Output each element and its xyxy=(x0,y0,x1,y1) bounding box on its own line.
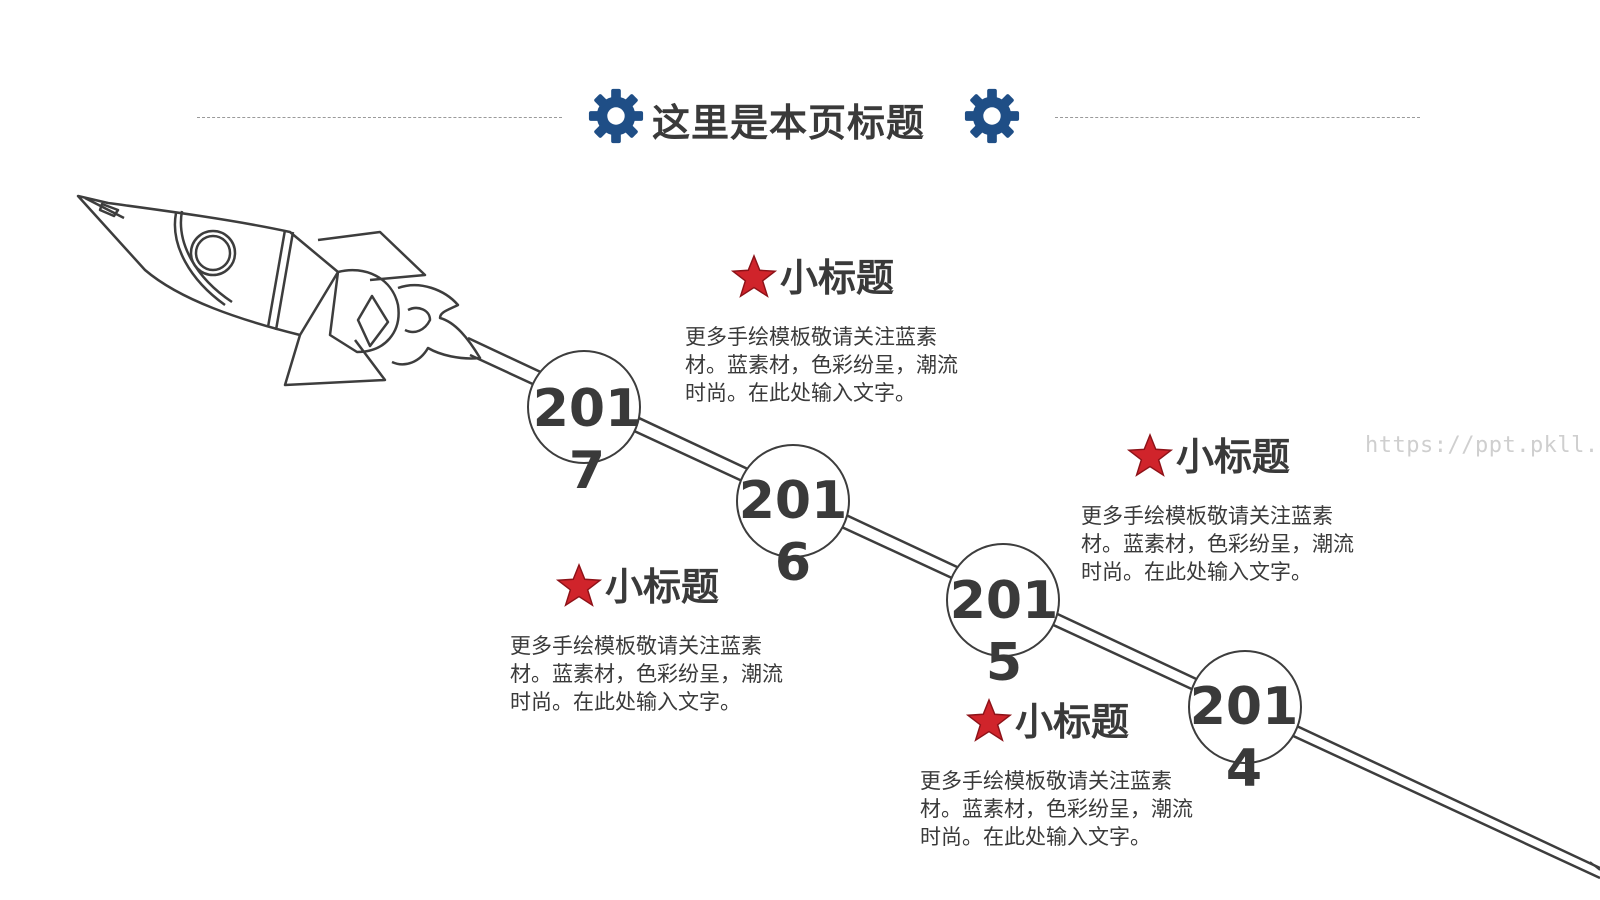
star-icon xyxy=(730,253,778,298)
header-divider-right xyxy=(1055,117,1420,118)
star-icon xyxy=(1126,432,1174,477)
year-label-2017: 2017 xyxy=(532,379,642,501)
header-divider-left xyxy=(197,117,562,118)
card-body: 更多手绘模板敬请关注蓝素材。蓝素材，色彩纷呈，潮流时尚。在此处输入文字。 xyxy=(1081,504,1354,584)
card-subtitle: 小标题 xyxy=(780,256,895,300)
timeline-card-2016: 小标题 更多手绘模板敬请关注蓝素材。蓝素材，色彩纷呈，潮流时尚。在此处输入文字。 xyxy=(510,562,845,716)
year-marker-2016 xyxy=(736,444,850,558)
card-body: 更多手绘模板敬请关注蓝素材。蓝素材，色彩纷呈，潮流时尚。在此处输入文字。 xyxy=(510,634,783,714)
star-icon xyxy=(555,562,603,607)
card-body: 更多手绘模板敬请关注蓝素材。蓝素材，色彩纷呈，潮流时尚。在此处输入文字。 xyxy=(920,769,1193,849)
year-marker-2015 xyxy=(946,543,1060,657)
card-body: 更多手绘模板敬请关注蓝素材。蓝素材，色彩纷呈，潮流时尚。在此处输入文字。 xyxy=(685,325,958,405)
star-icon xyxy=(965,697,1013,742)
page-title: 这里是本页标题 xyxy=(652,101,926,145)
timeline-card-2014: 小标题 更多手绘模板敬请关注蓝素材。蓝素材，色彩纷呈，潮流时尚。在此处输入文字。 xyxy=(920,697,1255,851)
year-label-2015: 2015 xyxy=(949,571,1059,693)
timeline-card-2015: 小标题 更多手绘模板敬请关注蓝素材。蓝素材，色彩纷呈，潮流时尚。在此处输入文字。 xyxy=(1081,432,1416,586)
gear-icon xyxy=(964,88,1020,144)
card-subtitle: 小标题 xyxy=(1176,435,1291,479)
year-marker-2017 xyxy=(527,350,641,464)
timeline-card-2017: 小标题 更多手绘模板敬请关注蓝素材。蓝素材，色彩纷呈，潮流时尚。在此处输入文字。 xyxy=(685,253,1020,407)
year-label-2016: 2016 xyxy=(738,471,848,593)
year-marker-2014 xyxy=(1188,650,1302,764)
card-subtitle: 小标题 xyxy=(605,565,720,609)
watermark: https://ppt.pkll.de xyxy=(1365,433,1600,458)
year-label-2014: 2014 xyxy=(1189,677,1299,799)
card-subtitle: 小标题 xyxy=(1015,700,1130,744)
gear-icon xyxy=(588,88,644,144)
